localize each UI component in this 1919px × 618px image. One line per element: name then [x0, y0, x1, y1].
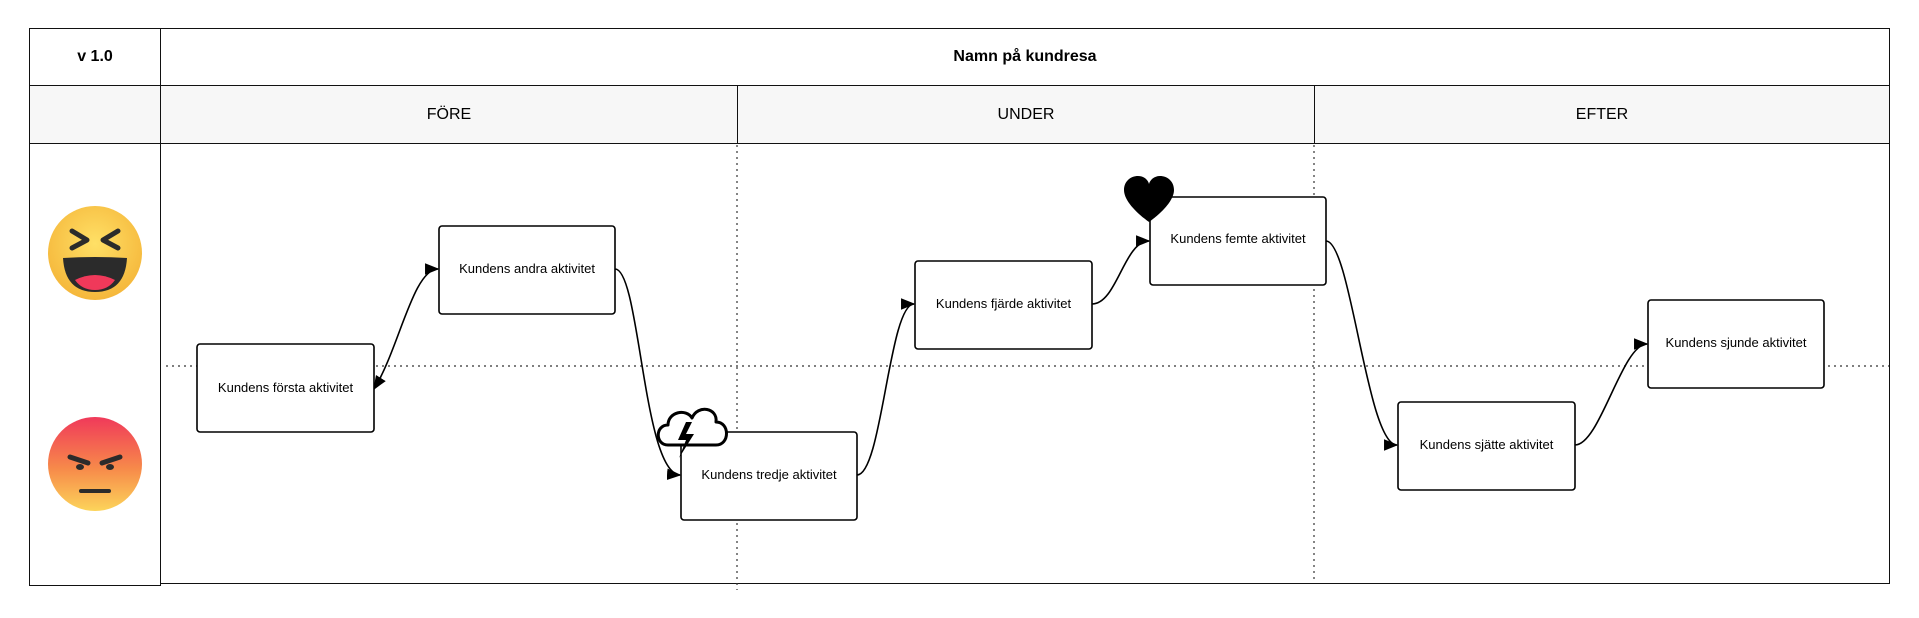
- angry-face-icon: [48, 417, 142, 511]
- activity-box-7: Kundens sjunde aktivitet: [1647, 299, 1825, 389]
- connector-1-2: [373, 263, 440, 391]
- connector-2-3: [614, 268, 682, 480]
- phase-fore: FÖRE: [160, 85, 738, 144]
- activity-label-4: Kundens fjärde aktivitet: [936, 296, 1072, 311]
- activity-label-7: Kundens sjunde aktivitet: [1666, 335, 1807, 350]
- heart-icon: [1124, 176, 1174, 222]
- activity-box-6: Kundens sjätte aktivitet: [1397, 401, 1576, 491]
- activity-label-3: Kundens tredje aktivitet: [701, 467, 837, 482]
- activity-box-2: Kundens andra aktivitet: [438, 225, 616, 315]
- activity-label-5: Kundens femte aktivitet: [1170, 231, 1306, 246]
- happy-face-icon: [48, 206, 142, 300]
- journey-area: [160, 143, 1890, 584]
- connectors: [373, 235, 1649, 480]
- connector-3-4: [856, 298, 916, 476]
- activity-box-1: Kundens första aktivitet: [196, 343, 375, 433]
- journey-map: v 1.0 Namn på kundresa FÖRE UNDER EFTER: [29, 28, 1890, 586]
- connector-6-7: [1574, 338, 1649, 446]
- storm-cloud-icon: [656, 407, 728, 458]
- activity-label-2: Kundens andra aktivitet: [459, 261, 595, 276]
- activity-label-1: Kundens första aktivitet: [218, 380, 354, 395]
- connector-4-5: [1091, 235, 1151, 305]
- activity-box-4: Kundens fjärde aktivitet: [914, 260, 1093, 350]
- activity-label-6: Kundens sjätte aktivitet: [1420, 437, 1554, 452]
- activity-box-3: Kundens tredje aktivitet: [680, 431, 858, 521]
- connector-5-6: [1325, 240, 1399, 451]
- activity-box-5: Kundens femte aktivitet: [1149, 196, 1327, 286]
